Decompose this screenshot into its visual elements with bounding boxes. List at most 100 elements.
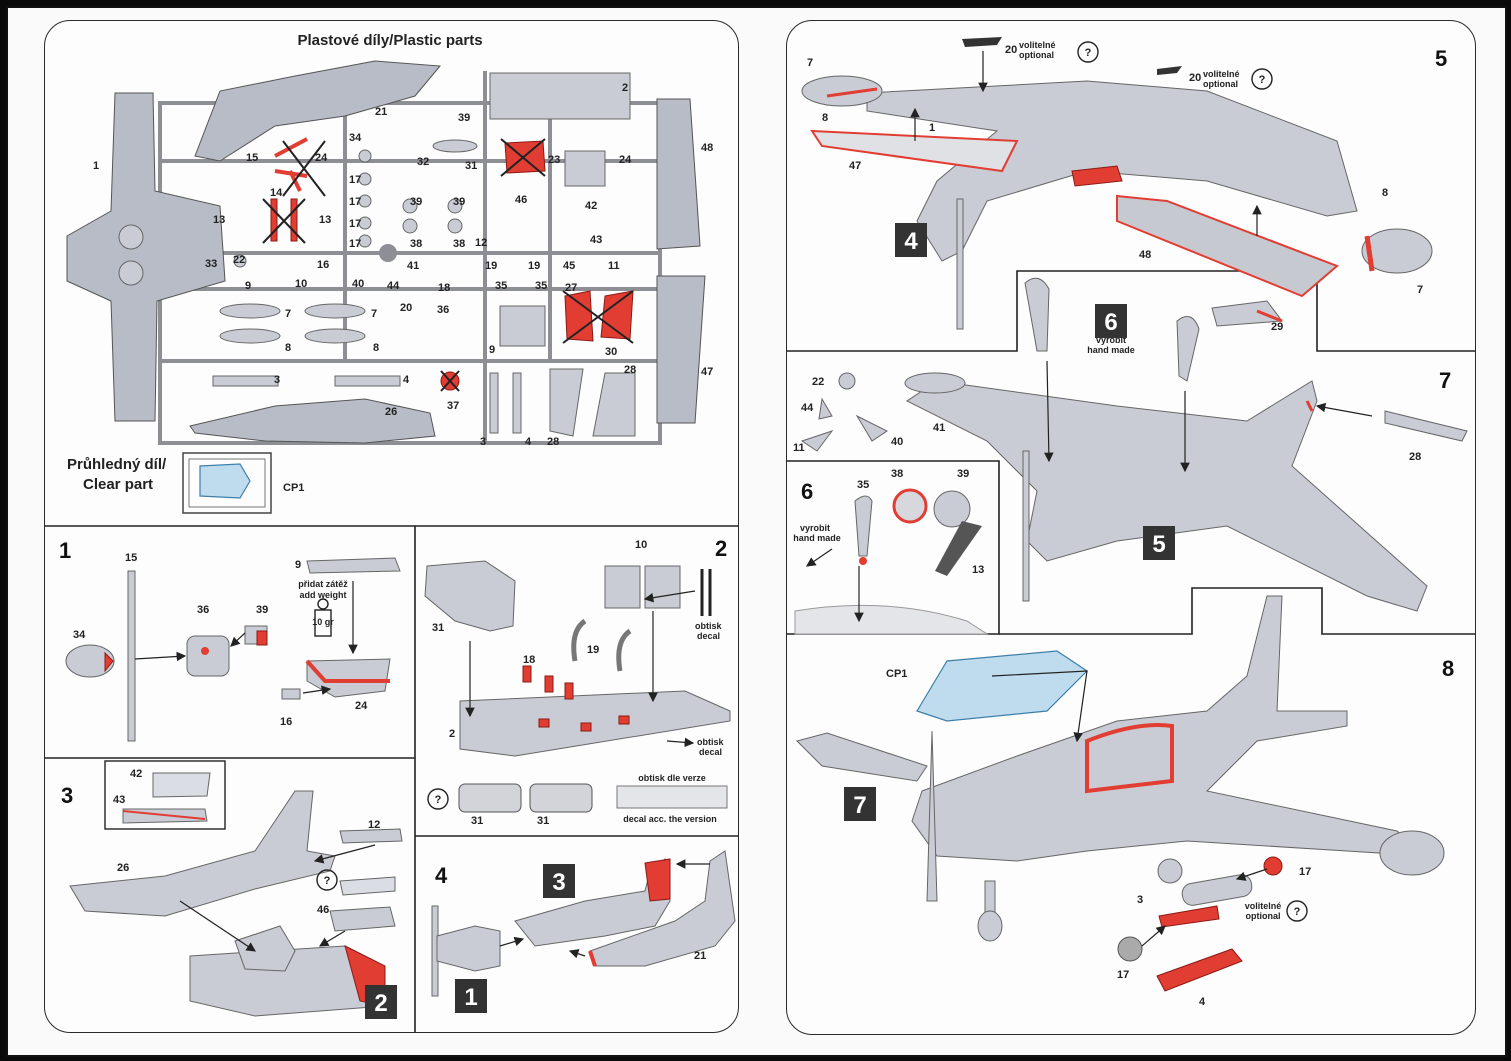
s1-label-36: 36 (197, 604, 209, 616)
left-instruction-page: Plastové díly/Plastic parts 1 2 3 (44, 20, 739, 1033)
label-24: 24 (315, 152, 328, 164)
label-41: 41 (407, 260, 419, 272)
label-44: 44 (387, 280, 400, 292)
s2-label-31: 31 (432, 622, 444, 634)
step-8-airframe (911, 595, 1429, 862)
question-circle-icon: ? (1251, 68, 1273, 90)
step-ref-box-4 (895, 223, 927, 257)
label-42: 42 (585, 200, 597, 212)
label-17: 17 (349, 174, 361, 186)
step-2-number: 2 (715, 536, 727, 561)
label-13b: 13 (319, 214, 331, 226)
add-weight-cz: přidat zátěž (298, 579, 348, 589)
s5-label-1: 1 (929, 122, 935, 134)
part-cp1-canopy (199, 463, 251, 499)
part-21-fuselage (194, 60, 442, 162)
s1-label-34: 34 (73, 629, 86, 641)
s5-label-20b: 20 (1189, 72, 1201, 84)
step-2-panel: 2 ? 10 31 18 19 2 31 31 obtisk decal obt… (424, 536, 731, 827)
s2-label-18: 18 (523, 654, 535, 666)
s6-label-13: 13 (972, 564, 984, 576)
s7-label-22: 22 (812, 376, 824, 388)
s6-label-38: 38 (891, 468, 903, 480)
s8-label-17b: 17 (1117, 969, 1129, 981)
s7-label-40: 40 (891, 436, 903, 448)
clear-part-title-en: Clear part (83, 476, 153, 493)
step-4-panel: 4 3 1 21 (431, 850, 736, 1013)
label-14: 14 (270, 187, 283, 199)
s7-label-11: 11 (793, 442, 805, 454)
s5-label-7b: 7 (1417, 284, 1423, 296)
label-45: 45 (563, 260, 575, 272)
question-circle-icon: ? (427, 788, 449, 810)
label-39c: 39 (453, 196, 465, 208)
canopy-cp1 (916, 650, 1088, 722)
s3-label-26: 26 (117, 862, 129, 874)
s7-label-41: 41 (933, 422, 945, 434)
step-dividers (45, 525, 738, 1032)
part-26-fuselage (189, 398, 436, 444)
label-34: 34 (349, 132, 362, 144)
s1-label-39: 39 (256, 604, 268, 616)
label-38b: 38 (453, 238, 465, 250)
decal-cz: obtisk (695, 621, 722, 631)
decal-version-en: decal acc. the version (623, 814, 717, 824)
s5-label-8: 8 (822, 112, 828, 124)
svg-text:?: ? (435, 794, 442, 806)
right-page-drawing: .arrow2{stroke:#222;stroke-width:1.2;fil… (787, 37, 1475, 1008)
weight-icon: 10 gr (312, 598, 334, 637)
add-weight-en: add weight (300, 590, 347, 600)
cp1-label: CP1 (283, 482, 304, 494)
question-circle-icon: ? (1077, 41, 1099, 63)
label-10: 10 (295, 278, 307, 290)
part-1-wing (66, 92, 226, 422)
s2-label-31c: 31 (537, 815, 549, 827)
label-11: 11 (608, 260, 620, 272)
handmade-en-6: hand made (793, 533, 841, 543)
label-15: 15 (246, 152, 258, 164)
question-circle-icon: ? (1286, 900, 1308, 922)
s1-label-9: 9 (295, 559, 301, 571)
handmade-cz-7: vyrobit (1096, 335, 1126, 345)
label-30: 30 (605, 346, 617, 358)
label-37: 37 (447, 400, 459, 412)
step-1-panel: 1 10 gr 15 34 36 39 9 16 24 přidat zátěž… (59, 538, 401, 742)
label-1: 1 (93, 160, 99, 172)
s5-label-20: 20 (1005, 44, 1017, 56)
step-ref-4: 4 (904, 228, 918, 255)
decal-en: decal (697, 631, 720, 641)
step-8-panel: 8 ? CP1 3 17 17 4 volitelné optional 7 (796, 595, 1454, 1008)
step-6-panel: 6 35 38 39 13 vyrobit hand made (793, 468, 989, 635)
step-5-panel: 5 ? ? 7 8 1 47 20 20 8 7 48 volitelné op… (801, 37, 1447, 330)
left-page-drawing: Plastové díly/Plastic parts 1 2 3 (45, 32, 738, 1032)
s8-label-cp1: CP1 (886, 668, 907, 680)
label-28b: 28 (547, 436, 559, 448)
optional-en-8: optional (1246, 911, 1281, 921)
s5-label-7: 7 (807, 57, 813, 69)
sprue-part-numbers: 1 2 3 3 4 4 7 7 8 8 9 9 10 11 12 13 13 1… (93, 82, 713, 448)
step-3-panel: 3 ? 42 43 26 12 46 2 (61, 760, 403, 1019)
svg-text:?: ? (1085, 47, 1092, 59)
label-4b: 4 (525, 436, 532, 448)
optional-en-1: optional (1019, 50, 1054, 60)
label-19b: 19 (528, 260, 540, 272)
optional-cz-1: volitelné (1019, 40, 1056, 50)
label-26: 26 (385, 406, 397, 418)
decal2-en: decal (699, 747, 722, 757)
svg-text:?: ? (1259, 74, 1266, 86)
label-3: 3 (274, 374, 280, 386)
label-17b: 17 (349, 196, 361, 208)
s2-label-19: 19 (587, 644, 599, 656)
step-ref-2: 2 (374, 990, 387, 1017)
label-48: 48 (701, 142, 713, 154)
optional-cz-2: volitelné (1203, 69, 1240, 79)
s4-label-21: 21 (694, 950, 706, 962)
label-3b: 3 (480, 436, 486, 448)
s5-label-8b: 8 (1382, 187, 1388, 199)
label-8: 8 (285, 342, 291, 354)
step-5-number: 5 (1435, 46, 1447, 71)
label-46: 46 (515, 194, 527, 206)
label-33: 33 (205, 258, 217, 270)
label-39b: 39 (410, 196, 422, 208)
step-ref-box-2 (365, 985, 397, 1019)
